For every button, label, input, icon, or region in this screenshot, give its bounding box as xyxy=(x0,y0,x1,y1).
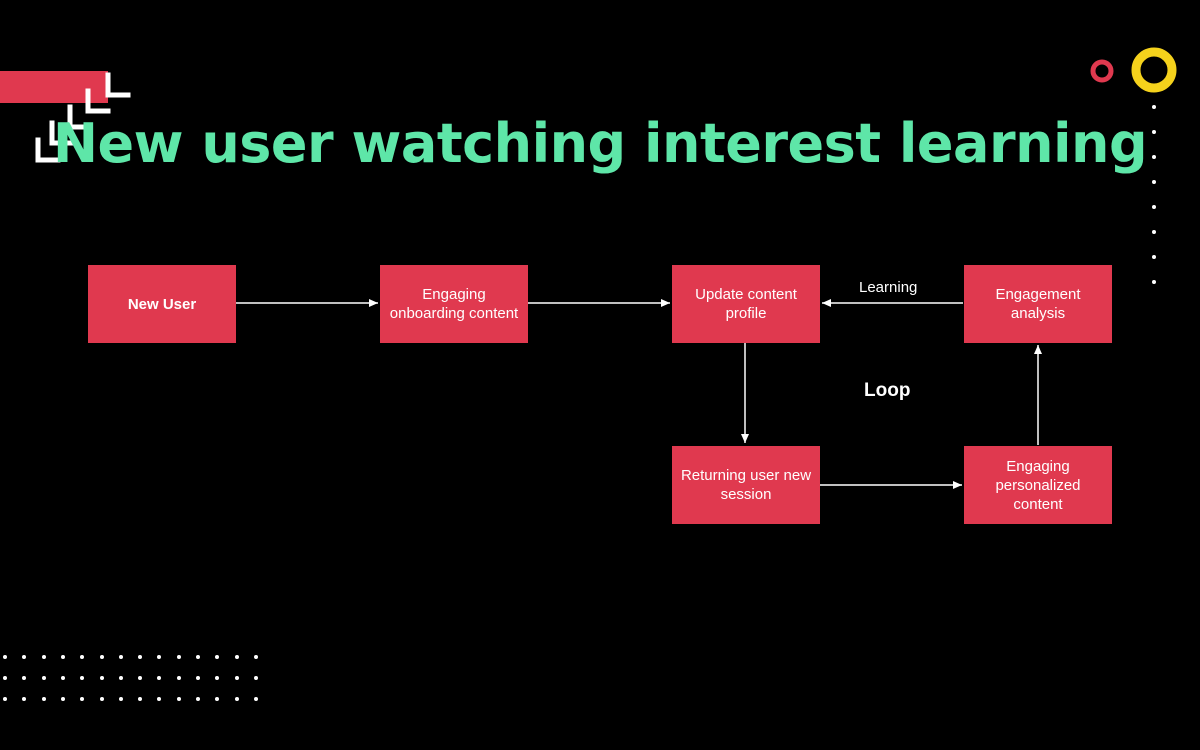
dot xyxy=(3,697,7,701)
dot xyxy=(234,655,239,659)
dot xyxy=(176,655,181,659)
dot xyxy=(234,676,239,680)
chevron-stack-icon xyxy=(35,72,131,163)
dot xyxy=(253,655,258,659)
dot xyxy=(176,697,181,701)
dot xyxy=(157,676,162,680)
loop-label: Loop xyxy=(864,380,911,401)
dot xyxy=(41,676,46,680)
dot xyxy=(234,697,239,701)
dot xyxy=(22,697,27,701)
dot xyxy=(215,655,220,659)
dot xyxy=(22,655,27,659)
node-onboarding: Engaging onboarding content xyxy=(380,265,528,343)
dot xyxy=(3,655,7,659)
dot xyxy=(1152,255,1156,259)
dot xyxy=(3,676,7,680)
dot xyxy=(118,676,123,680)
dot xyxy=(60,676,65,680)
page-title: New user watching interest learning xyxy=(52,112,1148,175)
dot xyxy=(41,655,46,659)
dot xyxy=(118,697,123,701)
dot xyxy=(196,697,200,701)
dot xyxy=(1152,230,1156,234)
node-new-user: New User xyxy=(88,265,236,343)
dot xyxy=(80,697,85,701)
node-personalized: Engaging personalized content xyxy=(964,446,1112,524)
dot xyxy=(196,676,200,680)
dot xyxy=(1152,155,1156,159)
dot xyxy=(22,676,27,680)
dot xyxy=(1152,130,1156,134)
dot xyxy=(253,697,258,701)
dot xyxy=(215,676,220,680)
dot xyxy=(138,655,143,659)
dot xyxy=(41,697,46,701)
dot xyxy=(138,676,143,680)
dot xyxy=(99,697,104,701)
dot xyxy=(99,655,104,659)
dot xyxy=(196,655,200,659)
dot xyxy=(1152,205,1156,209)
dot xyxy=(157,655,162,659)
node-update-profile: Update content profile xyxy=(672,265,820,343)
dot xyxy=(60,697,65,701)
dot xyxy=(176,676,181,680)
dot xyxy=(138,697,143,701)
dot xyxy=(80,676,85,680)
dot xyxy=(60,655,65,659)
edge-label-learning: Learning xyxy=(859,279,918,296)
dot xyxy=(157,697,162,701)
dot xyxy=(118,655,123,659)
dot xyxy=(99,676,104,680)
node-engagement-analysis: Engagement analysis xyxy=(964,265,1112,343)
node-returning-user: Returning user new session xyxy=(672,446,820,524)
dot xyxy=(215,697,220,701)
dot xyxy=(253,676,258,680)
dot xyxy=(1152,280,1156,284)
dot xyxy=(80,655,85,659)
dot xyxy=(1152,180,1156,184)
dot xyxy=(1152,105,1156,109)
